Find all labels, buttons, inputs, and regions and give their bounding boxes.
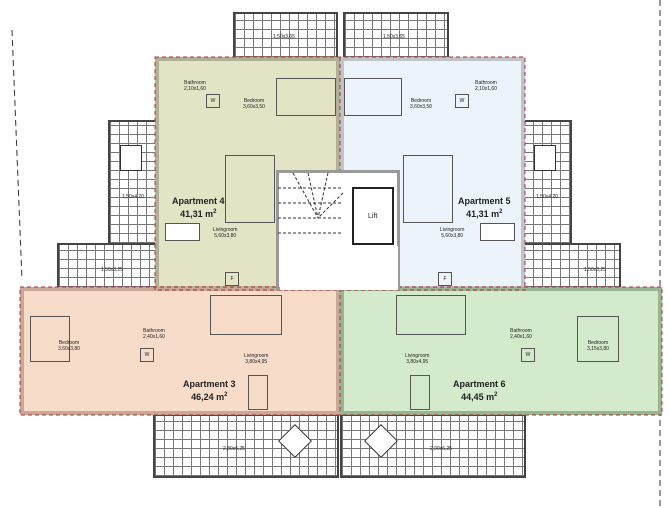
washer-icon: W <box>206 94 220 108</box>
dining-table <box>410 375 430 410</box>
terrace-label: 1,50x3,25 <box>584 267 606 273</box>
fridge-icon: F <box>225 272 239 286</box>
lift-label: Lift <box>368 213 378 220</box>
sofa <box>396 295 466 335</box>
apartment-6[interactable] <box>340 287 662 415</box>
terrace-label: 2,80x6,25 <box>223 446 245 452</box>
terrace-label: 2,00x6,25 <box>430 446 452 452</box>
dining-table <box>480 223 515 241</box>
washer-icon: W <box>455 94 469 108</box>
hallway <box>280 246 398 290</box>
terrace-table <box>120 145 142 171</box>
apartment-3[interactable] <box>20 287 340 415</box>
terrace-label: 1,50x3,65 <box>383 34 405 40</box>
bed <box>577 316 619 362</box>
terrace-bottom-right: 2,00x6,25 <box>340 414 526 478</box>
dining-table <box>165 223 200 241</box>
terrace-top-right: 1,50x3,65 <box>343 12 449 59</box>
terrace-label: 1,50x3,65 <box>273 34 295 40</box>
terrace-bottom-left: 2,80x6,25 <box>153 414 339 478</box>
bed <box>344 78 402 116</box>
terrace-label: 1,50x4,20 <box>536 194 558 200</box>
terrace-left-upper: 1,50x4,20 <box>108 120 158 245</box>
sofa <box>225 155 275 223</box>
lift: Lift <box>352 187 394 245</box>
fridge-icon: F <box>438 272 452 286</box>
terrace-label: 1,50x4,20 <box>122 194 144 200</box>
sofa <box>403 155 453 223</box>
bed <box>276 78 336 116</box>
terrace-right-upper: 1,50x4,20 <box>522 120 572 245</box>
terrace-label: 1,50x3,25 <box>101 267 123 273</box>
terrace-table <box>534 145 556 171</box>
bed <box>30 316 70 362</box>
terrace-left-lower: 1,50x3,25 <box>57 243 158 289</box>
washer-icon: W <box>140 348 154 362</box>
staircase <box>278 173 344 234</box>
dining-table <box>248 375 268 410</box>
washer-icon: W <box>521 348 535 362</box>
sofa <box>210 295 282 335</box>
terrace-top-left: 1,50x3,65 <box>233 12 338 59</box>
